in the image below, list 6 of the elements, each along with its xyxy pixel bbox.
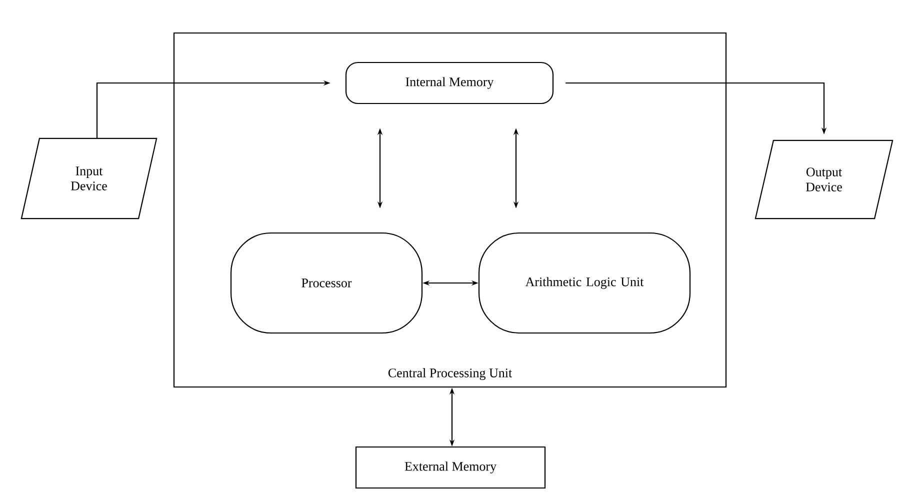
output-parallelogram: Output Device <box>754 140 894 220</box>
memory-box: External Memory <box>355 446 546 489</box>
alu-box: Arithmetic Logic Unit <box>478 232 691 334</box>
processor-box: Processor <box>230 232 423 334</box>
input-parallelogram: Input Device <box>20 138 158 220</box>
memory-box: Internal Memory <box>345 62 554 104</box>
